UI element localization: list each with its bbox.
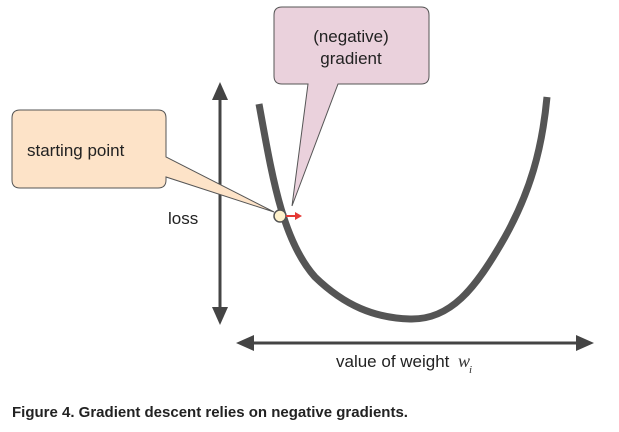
x-axis-label-text: value of weight (336, 352, 450, 371)
gradient-arrowhead (295, 212, 302, 220)
figure-caption: Figure 4. Gradient descent relies on neg… (12, 404, 408, 421)
x-axis-right-arrowhead (576, 335, 594, 351)
y-axis-bottom-arrowhead (212, 307, 228, 325)
negative-gradient-label-line2: gradient (320, 49, 382, 68)
y-axis-top-arrowhead (212, 82, 228, 100)
starting-point-callout-bubble (11, 109, 275, 213)
negative-gradient-callout: (negative) gradient (273, 6, 430, 207)
starting-point-callout: starting point (11, 109, 275, 213)
y-axis (212, 82, 228, 325)
gradient-arrow (286, 212, 302, 220)
y-axis-label: loss (168, 209, 198, 228)
loss-curve (255, 96, 551, 323)
x-axis (236, 335, 594, 351)
negative-gradient-callout-bubble (273, 6, 430, 207)
x-axis-label: value of weight (336, 352, 450, 371)
starting-point-marker (273, 209, 287, 223)
negative-gradient-label-line1: (negative) (313, 27, 389, 46)
starting-point-label: starting point (27, 141, 125, 160)
x-axis-weight-subscript: i (469, 364, 472, 376)
x-axis-left-arrowhead (236, 335, 254, 351)
x-axis-weight-symbol: w (458, 351, 470, 371)
